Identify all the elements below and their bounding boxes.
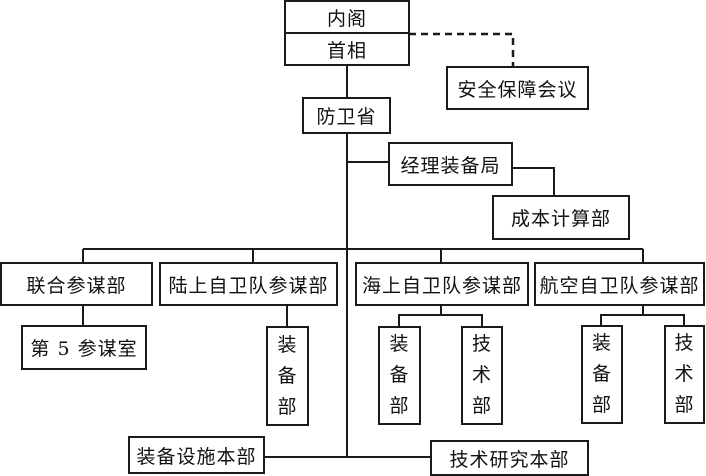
asdf-equipment-dept-box: 装备部 [581,325,623,424]
prime-minister-label: 首相 [286,32,408,64]
vertical-char: 部 [277,395,298,418]
vertical-char: 备 [591,363,612,385]
vertical-char: 装 [591,332,612,354]
cabinet-box: 内阁 首相 [284,0,410,66]
cost-accounting-dept-box: 成本计算部 [492,195,630,240]
joint-staff-box: 联合参谋部 [0,262,153,306]
vertical-char: 部 [471,395,492,417]
msdf-technical-dept-box: 技术部 [461,326,503,425]
vertical-char: 装 [277,333,298,356]
gsdf-equipment-dept-box: 装备部 [266,326,309,426]
msdf-staff-box: 海上自卫队参谋部 [355,262,529,306]
line-security-council [409,32,515,66]
vertical-char: 技 [674,332,695,354]
vertical-char: 备 [277,364,298,387]
vertical-char: 术 [471,364,492,386]
vertical-char: 备 [389,364,410,386]
line-msdf-children [398,314,483,326]
ministry-of-defense-box: 防卫省 [302,97,391,134]
equipment-facilities-hq-box: 装备设施本部 [128,436,265,474]
joint-staff-j5-box: 第 5 参谋室 [21,325,147,370]
finance-equipment-bureau-box: 经理装备局 [388,142,513,186]
vertical-char: 部 [389,395,410,417]
gsdf-staff-box: 陆上自卫队参谋部 [159,262,338,306]
msdf-equipment-dept-box: 装备部 [378,326,421,425]
technical-research-hq-box: 技术研究本部 [430,440,589,476]
vertical-char: 部 [674,394,695,416]
security-council-box: 安全保障会议 [446,66,589,110]
vertical-char: 部 [591,394,612,416]
vertical-char: 技 [471,333,492,355]
vertical-char: 装 [389,333,410,355]
cabinet-label: 内阁 [326,7,367,30]
line-asdf-children [600,314,685,325]
vertical-char: 术 [674,363,695,385]
line-cost-dept [512,167,555,195]
asdf-staff-box: 航空自卫队参谋部 [534,262,705,306]
asdf-technical-dept-box: 技术部 [664,325,705,424]
